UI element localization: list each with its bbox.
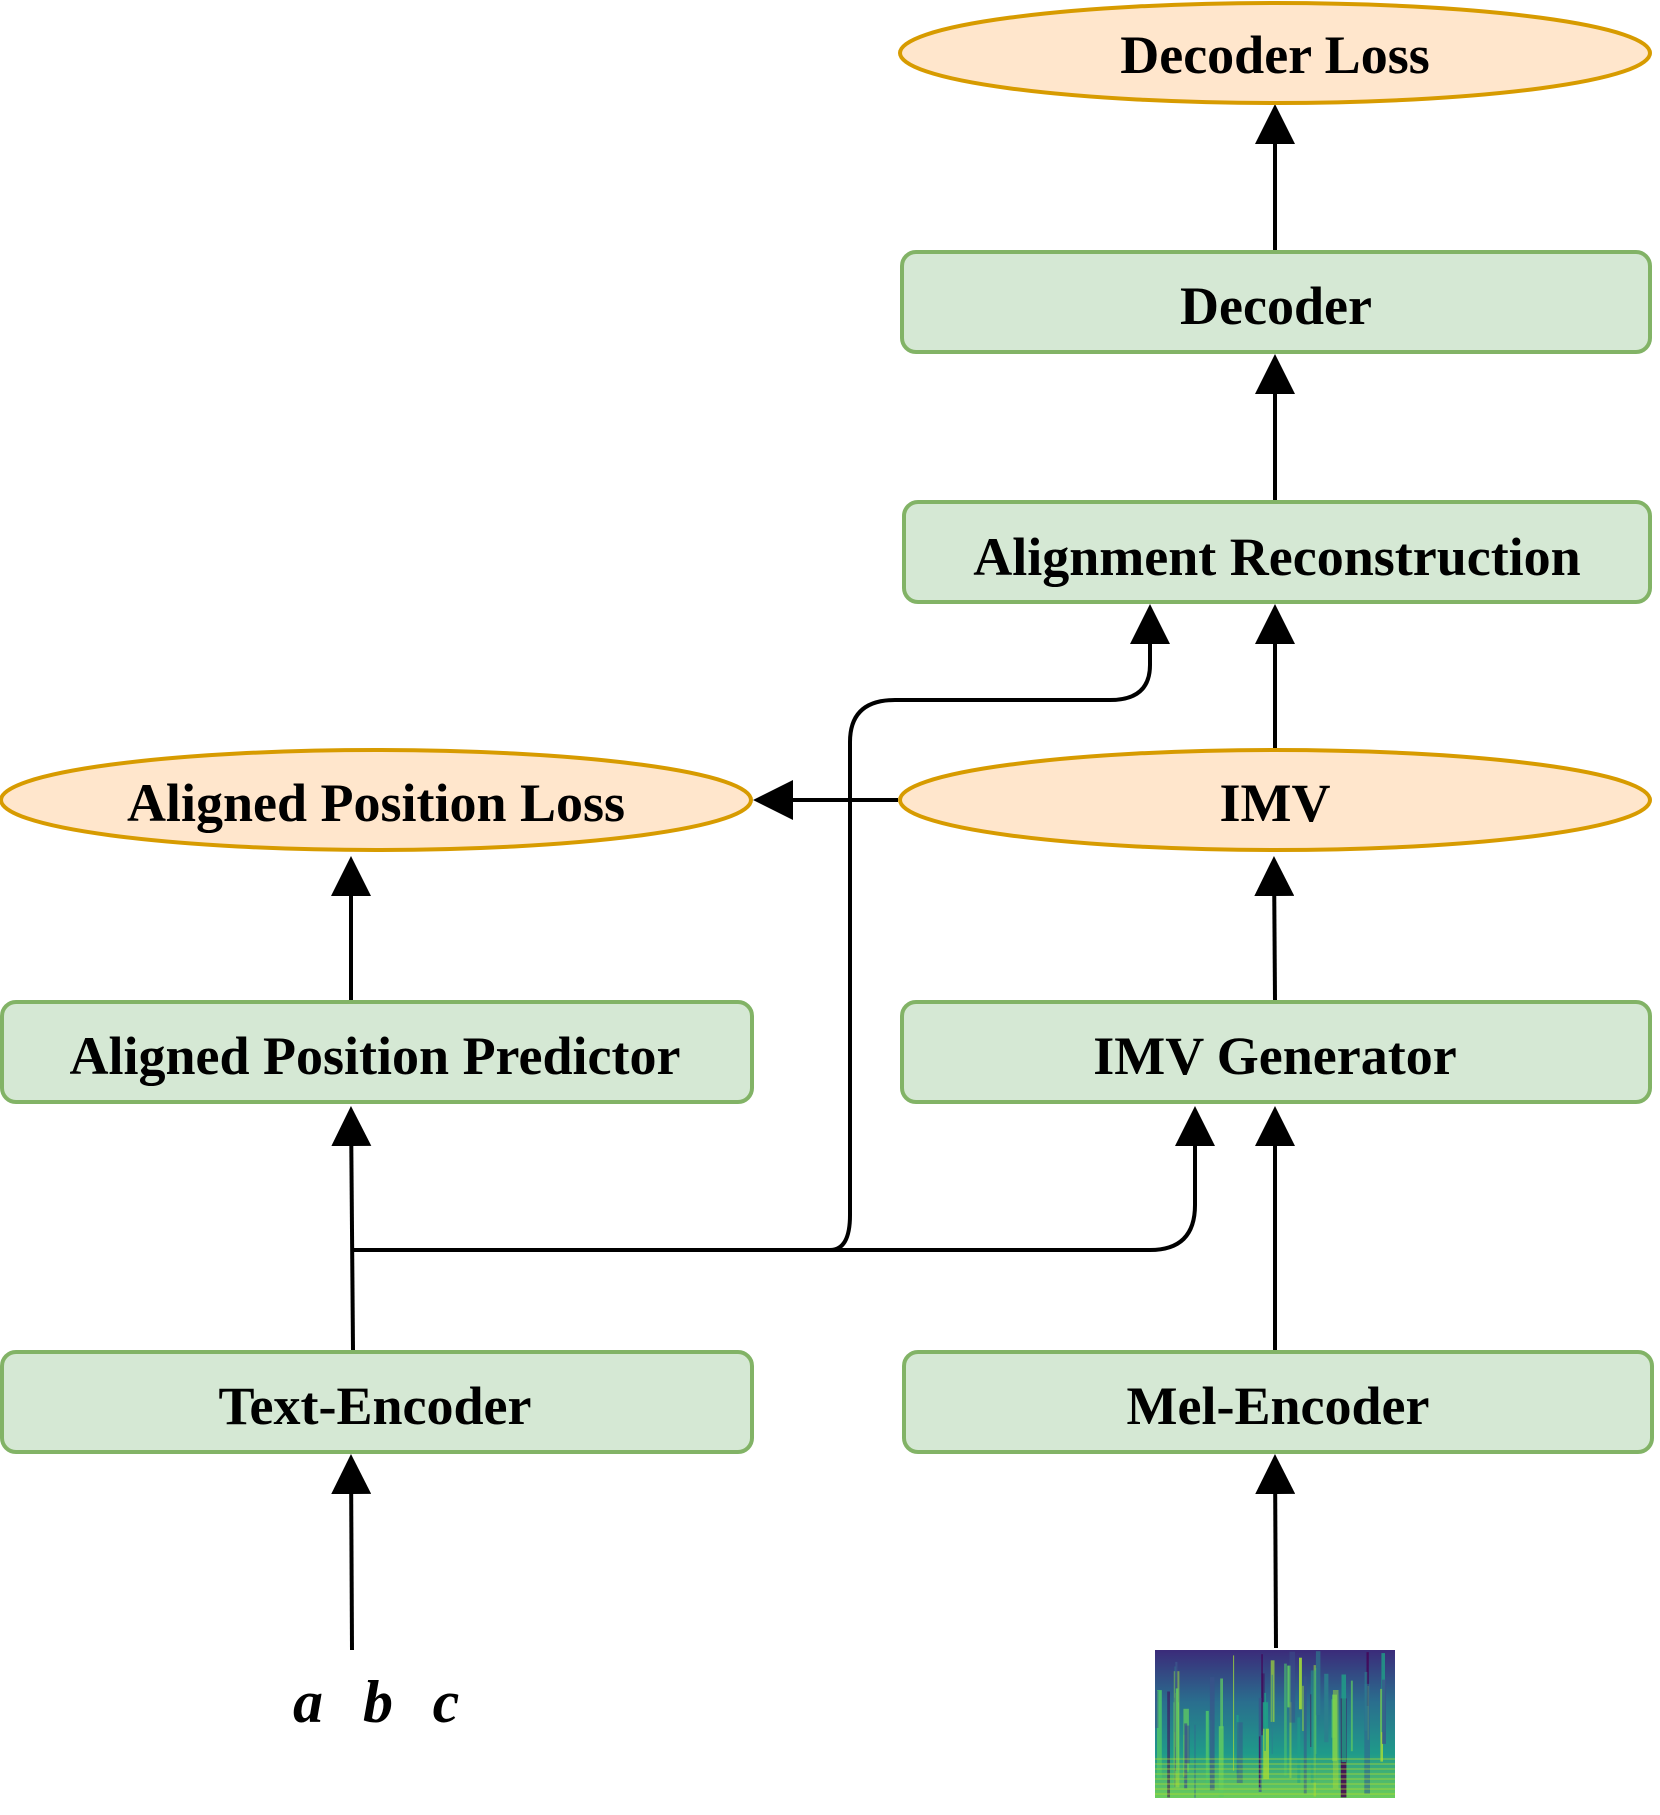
decoder-label: Decoder — [1180, 276, 1372, 336]
text-input-char-b: b — [363, 1669, 393, 1735]
aligned-position-loss-node: Aligned Position Loss — [0, 748, 753, 852]
mel-encoder-label: Mel-Encoder — [1127, 1376, 1430, 1436]
decoder-loss-label: Decoder Loss — [1120, 25, 1429, 85]
decoder-node: Decoder — [900, 250, 1652, 354]
aligned-position-loss-label: Aligned Position Loss — [127, 773, 625, 833]
text-input: a b c — [293, 1669, 459, 1735]
edge-text-encoder-to-predictor — [331, 1106, 372, 1351]
imv-generator-node: IMV Generator — [900, 1000, 1652, 1104]
aligned-position-predictor-node: Aligned Position Predictor — [0, 1000, 754, 1104]
edge-mel-input-to-mel-encoder — [1255, 1454, 1296, 1649]
edge-text-branch-to-alignment-reconstruction — [829, 604, 1170, 1252]
text-input-char-c: c — [433, 1669, 460, 1735]
imv-label: IMV — [1220, 773, 1331, 833]
text-encoder-node: Text-Encoder — [0, 1350, 754, 1454]
spectrogram-texture — [1155, 1651, 1395, 1798]
imv-generator-label: IMV Generator — [1093, 1026, 1456, 1086]
alignment-reconstruction-label: Alignment Reconstruction — [973, 527, 1580, 587]
text-encoder-label: Text-Encoder — [219, 1376, 532, 1436]
imv-node: IMV — [898, 748, 1652, 852]
aligned-position-predictor-label: Aligned Position Predictor — [70, 1026, 681, 1086]
edge-text-input-to-text-encoder — [331, 1454, 372, 1651]
decoder-loss-node: Decoder Loss — [898, 1, 1652, 105]
mel-encoder-node: Mel-Encoder — [902, 1350, 1654, 1454]
alignment-reconstruction-node: Alignment Reconstruction — [902, 500, 1652, 604]
edges — [331, 104, 1296, 1651]
edge-imv-generator-to-imv — [1254, 856, 1295, 1001]
mel-spectrogram-image — [1155, 1650, 1395, 1798]
edge-text-branch-to-imv-generator — [352, 1106, 1215, 1252]
text-input-char-a: a — [293, 1669, 323, 1735]
